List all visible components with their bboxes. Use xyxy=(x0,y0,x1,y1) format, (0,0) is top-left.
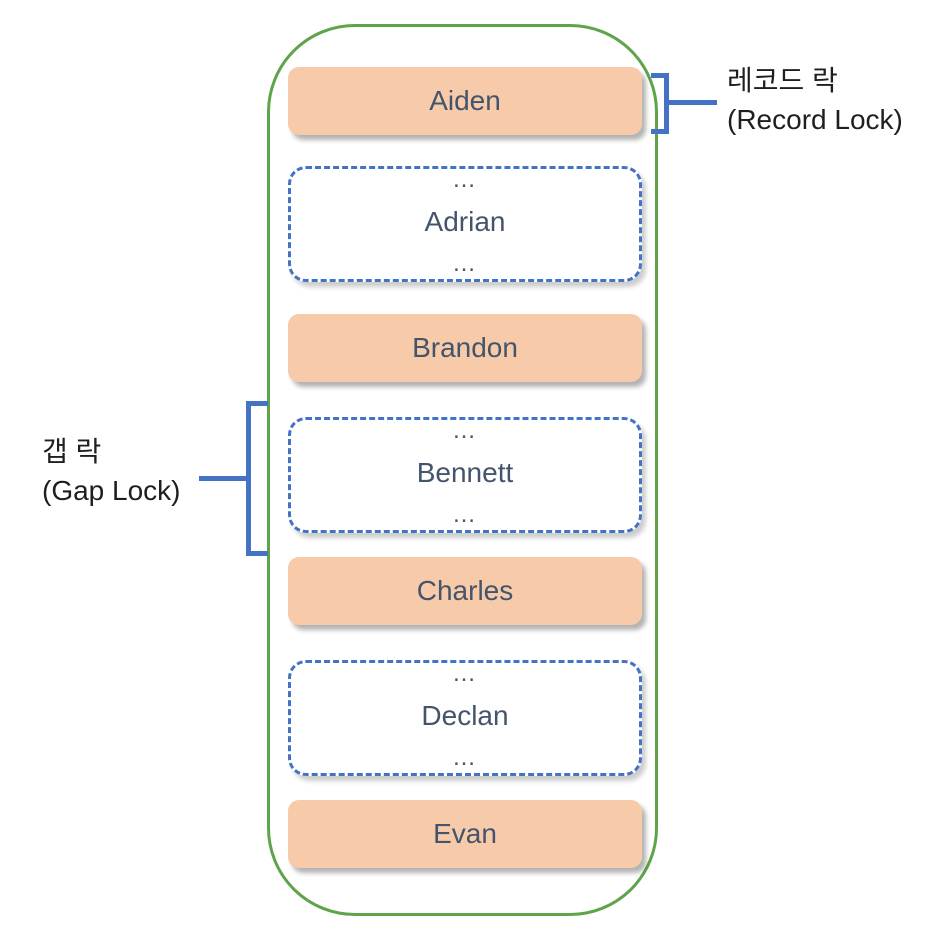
record-box-charles: Charles xyxy=(288,557,642,625)
gap-lock-bracket xyxy=(246,401,268,556)
gap-lock-connector-line xyxy=(199,476,246,481)
record-name: Charles xyxy=(416,575,514,606)
gap-box-declan: … Declan … xyxy=(288,660,642,776)
gap-name: Adrian xyxy=(424,206,506,237)
ellipsis-bottom: … xyxy=(452,501,478,528)
gap-name: Declan xyxy=(421,700,509,731)
gap-box-adrian: … Adrian … xyxy=(288,166,642,282)
record-lock-label-english: (Record Lock) xyxy=(727,104,903,135)
ellipsis-bottom: … xyxy=(452,250,478,277)
ellipsis-bottom: … xyxy=(452,744,478,771)
record-lock-bracket xyxy=(651,73,669,134)
gap-lock-label-english: (Gap Lock) xyxy=(42,475,181,506)
ellipsis-top: … xyxy=(452,166,478,193)
record-lock-label: 레코드 락 (Record Lock) xyxy=(727,61,903,139)
gap-lock-label-korean: 갭 락 xyxy=(42,436,102,467)
record-box-aiden: Aiden xyxy=(288,67,642,135)
record-name: Aiden xyxy=(429,85,501,116)
gap-lock-label: 갭 락 (Gap Lock) xyxy=(42,432,181,510)
gap-name: Bennett xyxy=(416,457,514,488)
record-lock-connector-line xyxy=(668,100,717,105)
record-lock-label-korean: 레코드 락 xyxy=(727,65,838,96)
record-name: Brandon xyxy=(412,332,518,363)
ellipsis-top: … xyxy=(452,417,478,444)
record-box-brandon: Brandon xyxy=(288,314,642,382)
record-box-evan: Evan xyxy=(288,800,642,868)
gap-box-bennett: … Bennett … xyxy=(288,417,642,533)
record-name: Evan xyxy=(433,818,497,849)
ellipsis-top: … xyxy=(452,660,478,687)
